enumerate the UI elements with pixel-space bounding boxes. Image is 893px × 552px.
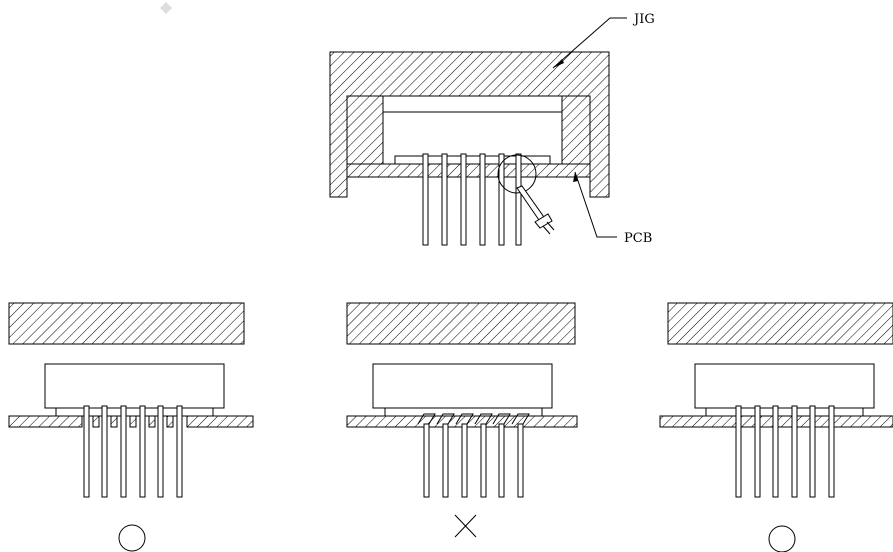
component-body bbox=[382, 95, 563, 113]
jig-right-block bbox=[561, 95, 591, 165]
verdict-ok-mark bbox=[768, 525, 796, 552]
verdict-ng-mark bbox=[454, 514, 477, 538]
pcb-right-segment bbox=[186, 415, 254, 428]
probe-tool bbox=[516, 185, 555, 235]
pin bbox=[480, 423, 487, 498]
component-body bbox=[372, 363, 553, 409]
right-pins bbox=[735, 405, 835, 498]
middle-pins bbox=[423, 423, 524, 498]
variant-middle bbox=[346, 302, 578, 538]
jig-leader-line bbox=[552, 17, 627, 69]
bent-pin-heads bbox=[417, 413, 530, 425]
component-base bbox=[394, 155, 551, 165]
pcb-left-segment bbox=[8, 415, 83, 428]
pin bbox=[754, 405, 761, 498]
detail-circle bbox=[497, 154, 537, 194]
pin bbox=[442, 423, 449, 498]
pcb-strip bbox=[346, 163, 591, 178]
pin bbox=[101, 405, 108, 498]
pin bbox=[498, 153, 505, 246]
component-base bbox=[55, 407, 214, 417]
pin bbox=[422, 153, 429, 246]
pin bbox=[791, 405, 798, 498]
component-base bbox=[384, 407, 543, 417]
jig-plate bbox=[346, 302, 576, 345]
pin bbox=[735, 405, 742, 498]
pin bbox=[157, 405, 164, 498]
pin bbox=[83, 405, 90, 498]
pin bbox=[139, 405, 146, 498]
component-body bbox=[694, 363, 875, 409]
pin bbox=[515, 153, 522, 246]
pcb-leader-line bbox=[574, 171, 617, 238]
variant-right bbox=[659, 302, 893, 552]
jig-plate bbox=[667, 302, 893, 345]
jig-left-block bbox=[346, 95, 384, 165]
pin bbox=[441, 153, 448, 246]
pin bbox=[176, 405, 183, 498]
top-pins bbox=[422, 153, 522, 246]
pin bbox=[479, 153, 486, 246]
pin bbox=[772, 405, 779, 498]
component-base bbox=[705, 407, 864, 417]
verdict-ok-mark bbox=[118, 524, 146, 552]
pin bbox=[423, 423, 430, 498]
pin bbox=[498, 423, 505, 498]
pin bbox=[517, 423, 524, 498]
corner-mark bbox=[160, 2, 172, 14]
jig-label: JIG bbox=[632, 12, 655, 27]
pin bbox=[461, 423, 468, 498]
jig-plate bbox=[8, 302, 245, 345]
left-pins bbox=[83, 405, 183, 498]
component-body bbox=[44, 363, 225, 409]
pin bbox=[120, 405, 127, 498]
pcb-label: PCB bbox=[624, 231, 652, 246]
pin bbox=[460, 153, 467, 246]
variant-left bbox=[8, 302, 254, 552]
pin bbox=[809, 405, 816, 498]
top-jig-assembly: JIG PCB bbox=[329, 12, 655, 246]
pin bbox=[828, 405, 835, 498]
